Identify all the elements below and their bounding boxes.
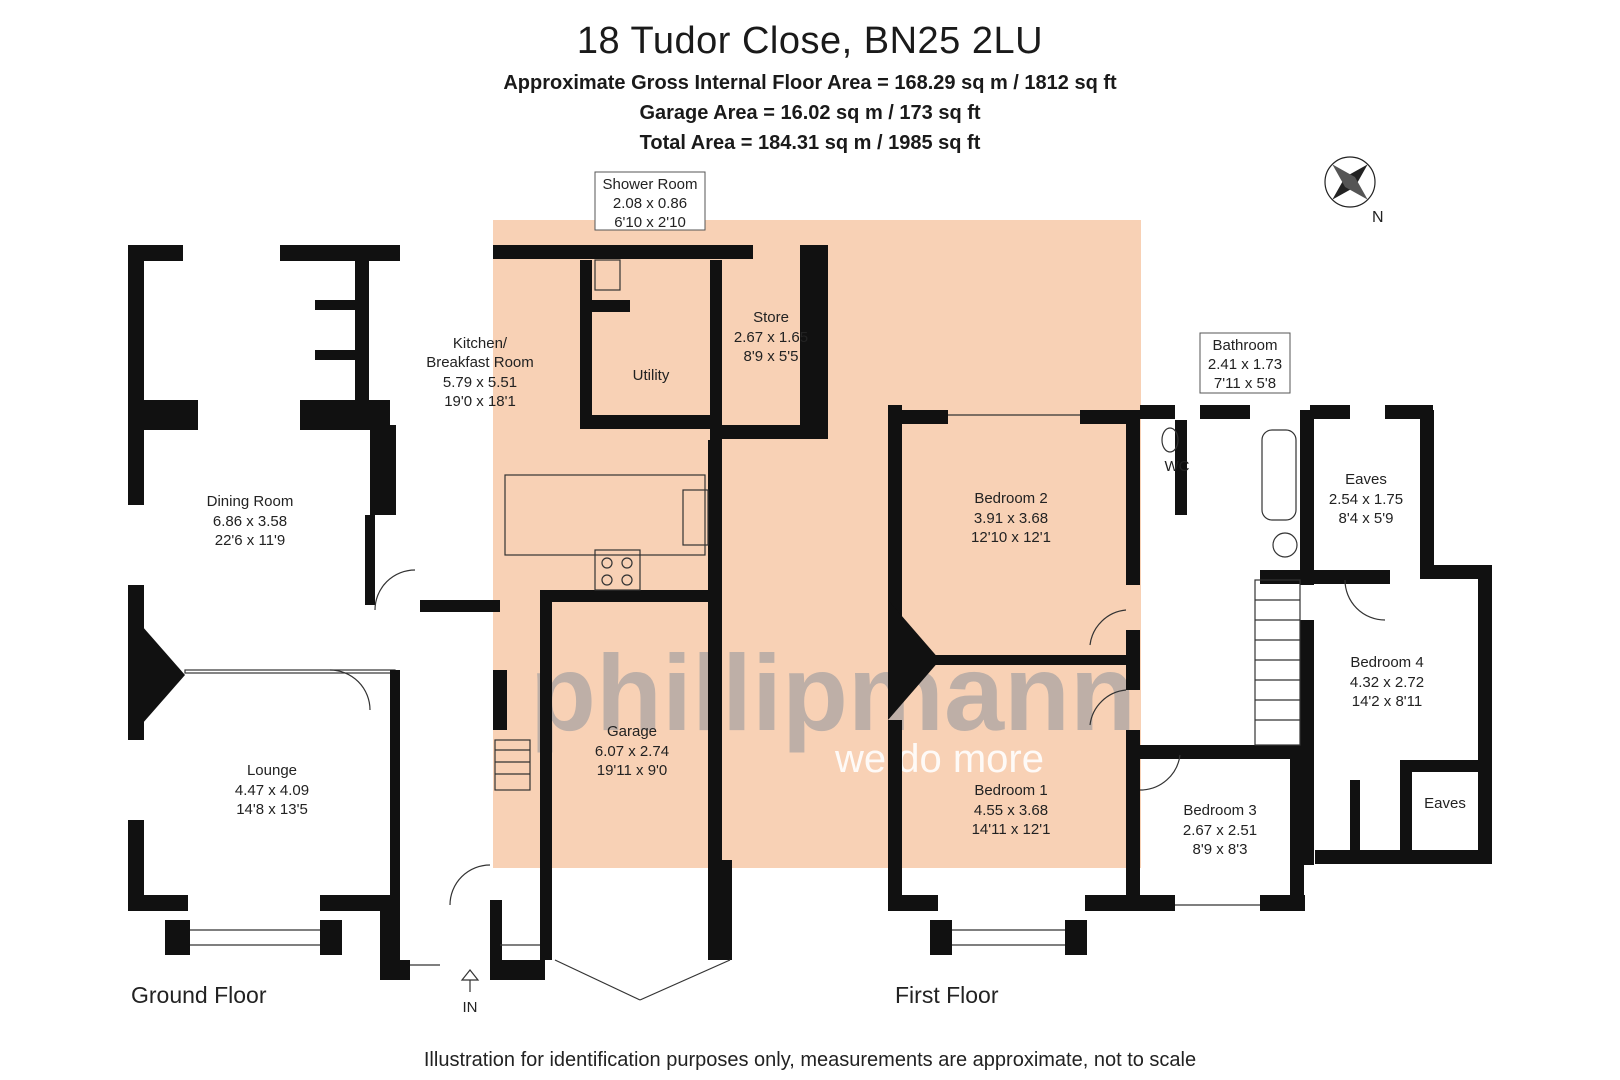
eaves-1-metric: 2.54 x 1.75 xyxy=(1329,491,1403,508)
store-metric: 2.67 x 1.65 xyxy=(734,329,808,346)
bedroom-2-name: Bedroom 2 xyxy=(974,490,1047,507)
bedroom-4-name: Bedroom 4 xyxy=(1350,654,1423,671)
compass-rose-icon xyxy=(1324,156,1376,208)
first-floor-label: First Floor xyxy=(895,982,999,1008)
bedroom-2-metric: 3.91 x 3.68 xyxy=(974,510,1048,527)
utility-name: Utility xyxy=(633,367,670,384)
bedroom-1-metric: 4.55 x 3.68 xyxy=(974,802,1048,819)
ground-floor-label: Ground Floor xyxy=(131,982,267,1008)
disclaimer-footer: Illustration for identification purposes… xyxy=(424,1049,1196,1071)
plan-title: 18 Tudor Close, BN25 2LU xyxy=(576,20,1044,62)
kitchen-name-1: Kitchen/ xyxy=(453,335,508,352)
ground-floor-fixtures xyxy=(329,259,709,906)
store-imperial: 8'9 x 5'5 xyxy=(744,348,799,365)
watermark-tagline: we do more xyxy=(834,737,1044,781)
bedroom-4-metric: 4.32 x 2.72 xyxy=(1350,674,1424,691)
eaves-1-name: Eaves xyxy=(1345,471,1387,488)
entrance-arrow-icon xyxy=(460,969,480,992)
garage-area-text: Garage Area = 16.02 sq m / 173 sq ft xyxy=(639,102,981,124)
compass-north-label: N xyxy=(1372,209,1384,226)
watermark-brand: phillipmann xyxy=(530,632,1136,753)
shower-room-metric: 2.08 x 0.86 xyxy=(613,195,687,212)
garage-imperial: 19'11 x 9'0 xyxy=(597,762,668,779)
bedroom-4-imperial: 14'2 x 8'11 xyxy=(1352,693,1423,710)
lounge-name: Lounge xyxy=(247,762,297,779)
lounge-metric: 4.47 x 4.09 xyxy=(235,782,309,799)
shower-room-label-box xyxy=(594,171,706,231)
bedroom-2-imperial: 12'10 x 12'1 xyxy=(971,529,1051,546)
store-name: Store xyxy=(753,309,789,326)
dining-room-imperial: 22'6 x 11'9 xyxy=(215,532,286,549)
kitchen-name-2: Breakfast Room xyxy=(426,354,534,371)
entrance-label: IN xyxy=(463,999,478,1016)
dining-room-metric: 6.86 x 3.58 xyxy=(213,513,287,530)
bedroom-3-name: Bedroom 3 xyxy=(1183,802,1256,819)
dining-room-name: Dining Room xyxy=(207,493,294,510)
lounge-imperial: 14'8 x 13'5 xyxy=(236,801,308,818)
first-floor-walls xyxy=(888,405,1492,955)
bedroom-1-imperial: 14'11 x 12'1 xyxy=(972,821,1051,838)
eaves-1-imperial: 8'4 x 5'9 xyxy=(1339,510,1394,527)
bedroom-3-metric: 2.67 x 2.51 xyxy=(1183,822,1257,839)
bathroom-metric: 2.41 x 1.73 xyxy=(1208,356,1282,373)
wc-name: WC xyxy=(1165,458,1190,475)
bedroom-3-imperial: 8'9 x 8'3 xyxy=(1193,841,1248,858)
bedroom-1-name: Bedroom 1 xyxy=(974,782,1047,799)
garage-metric: 6.07 x 2.74 xyxy=(595,743,669,760)
kitchen-imperial: 19'0 x 18'1 xyxy=(444,393,516,410)
garage-name: Garage xyxy=(607,723,657,740)
bathroom-label-box xyxy=(1199,332,1291,394)
bathroom-name: Bathroom xyxy=(1212,337,1277,354)
bathroom-imperial: 7'11 x 5'8 xyxy=(1214,375,1276,392)
kitchen-metric: 5.79 x 5.51 xyxy=(443,374,517,391)
total-area-text: Total Area = 184.31 sq m / 1985 sq ft xyxy=(639,132,981,154)
eaves-2-name: Eaves xyxy=(1424,795,1466,812)
ground-floor-walls xyxy=(128,245,828,1001)
shower-room-imperial: 6'10 x 2'10 xyxy=(614,214,686,231)
gross-area-text: Approximate Gross Internal Floor Area = … xyxy=(503,72,1117,94)
shower-room-name: Shower Room xyxy=(602,176,697,193)
